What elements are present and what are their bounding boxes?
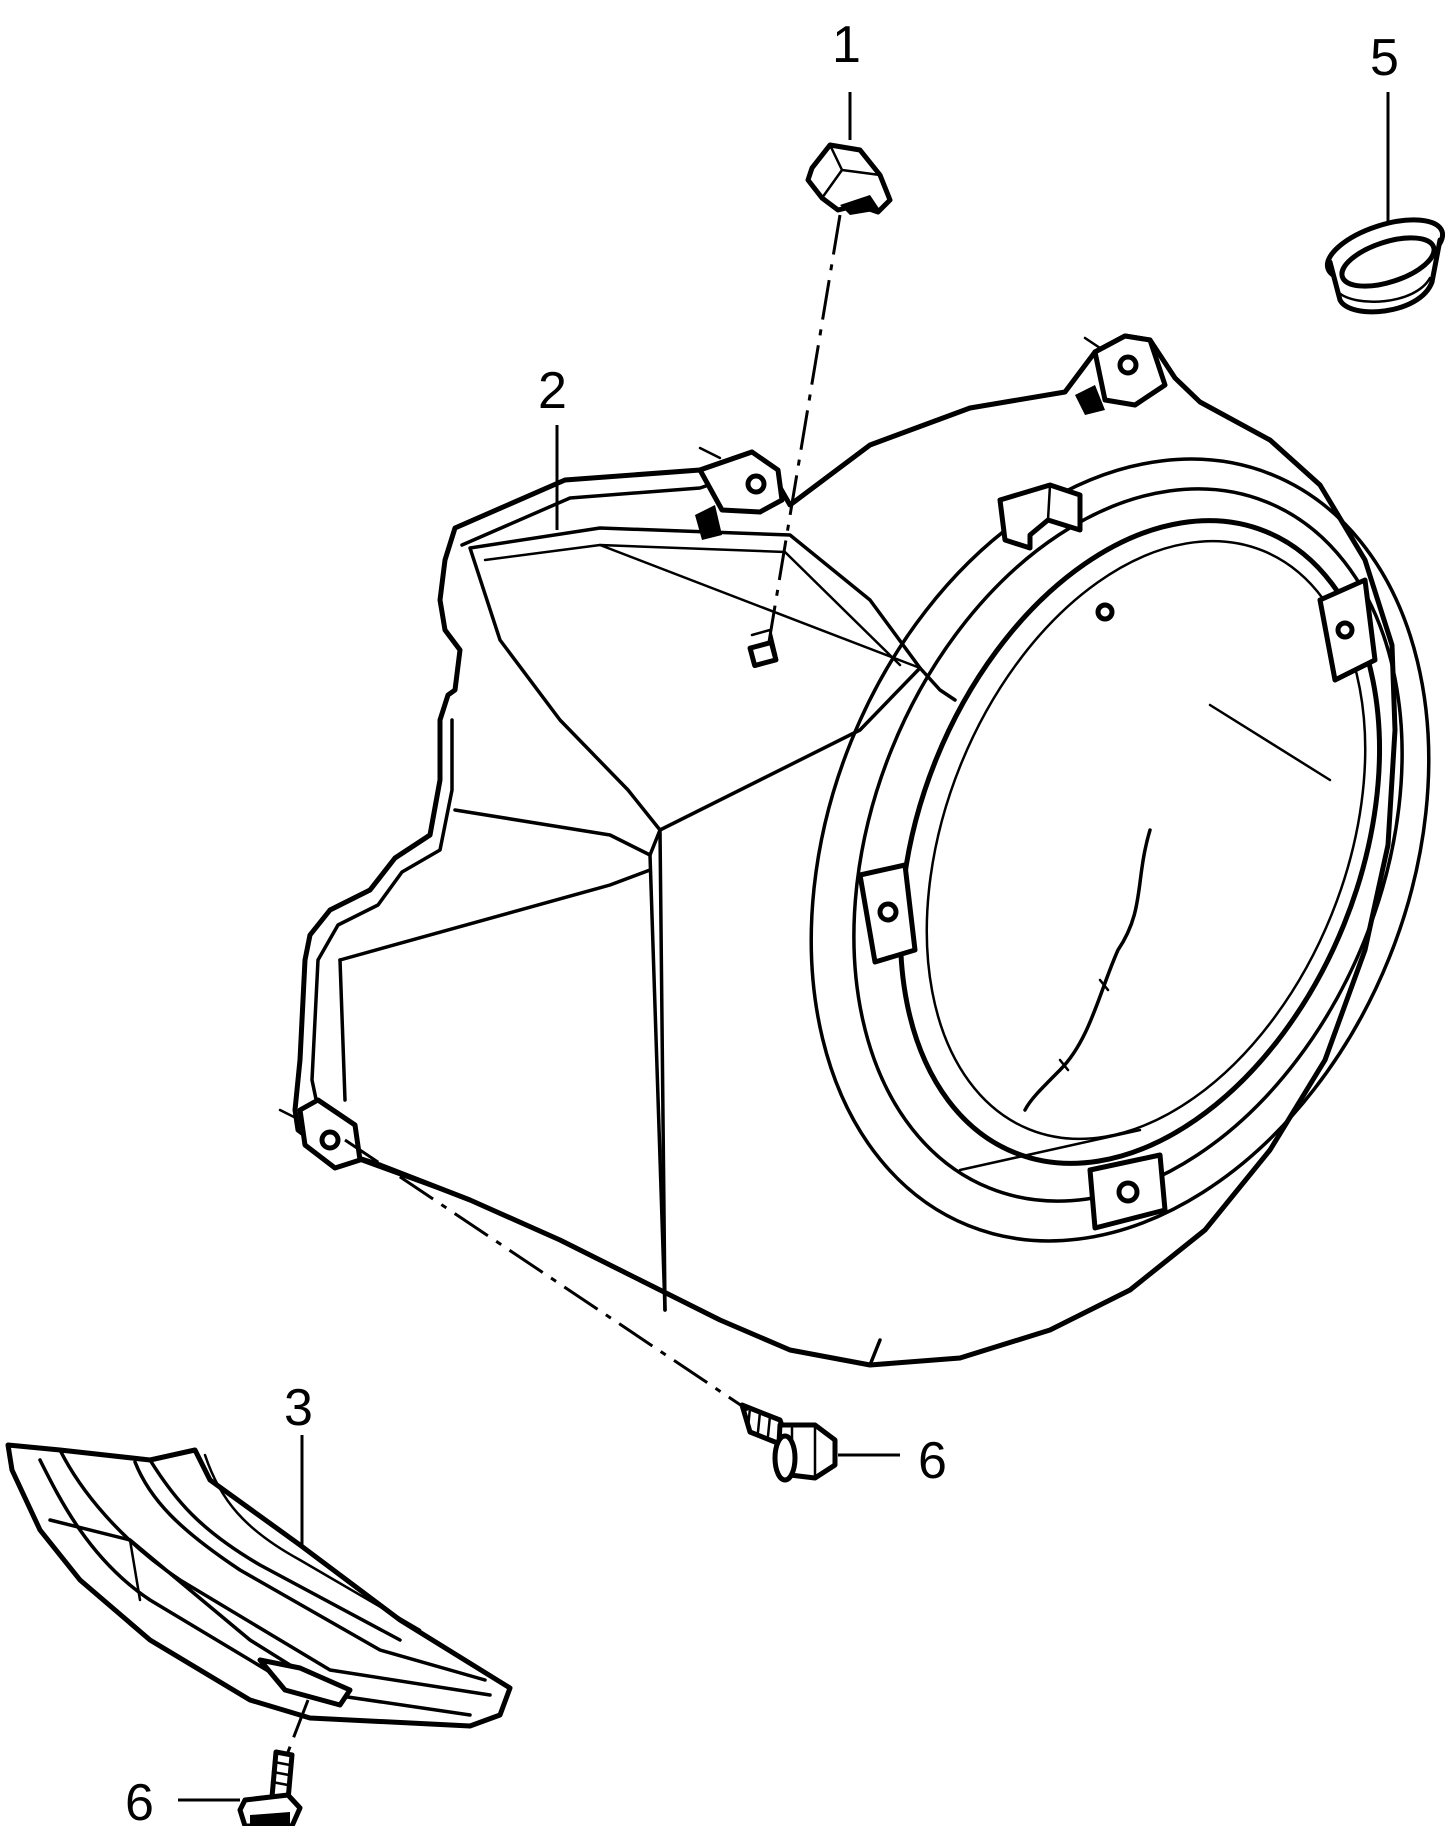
clip-part-1 bbox=[805, 142, 893, 215]
ring-mount-tab-left bbox=[857, 862, 918, 965]
callout-5: 5 bbox=[1370, 29, 1399, 87]
grommet-part-5 bbox=[1324, 217, 1445, 315]
ring-mount-tab-right bbox=[1317, 577, 1378, 683]
fan-shroud-part-2 bbox=[278, 333, 1431, 1368]
callout-2: 2 bbox=[538, 362, 567, 420]
callout-6-upper: 6 bbox=[918, 1432, 947, 1490]
callout-labels: 1 2 3 5 6 6 bbox=[125, 16, 1399, 1826]
flange-bolt-part-6-lower bbox=[237, 1749, 303, 1826]
ring-mount-tab-bottom bbox=[1087, 1152, 1168, 1231]
flange-bolt-part-6-upper bbox=[739, 1402, 838, 1483]
callout-1: 1 bbox=[832, 16, 861, 74]
leader-lines bbox=[178, 92, 1390, 1802]
callout-6-lower: 6 bbox=[125, 1774, 154, 1826]
air-guide-part-3 bbox=[5, 1442, 513, 1729]
callout-3: 3 bbox=[284, 1379, 313, 1437]
